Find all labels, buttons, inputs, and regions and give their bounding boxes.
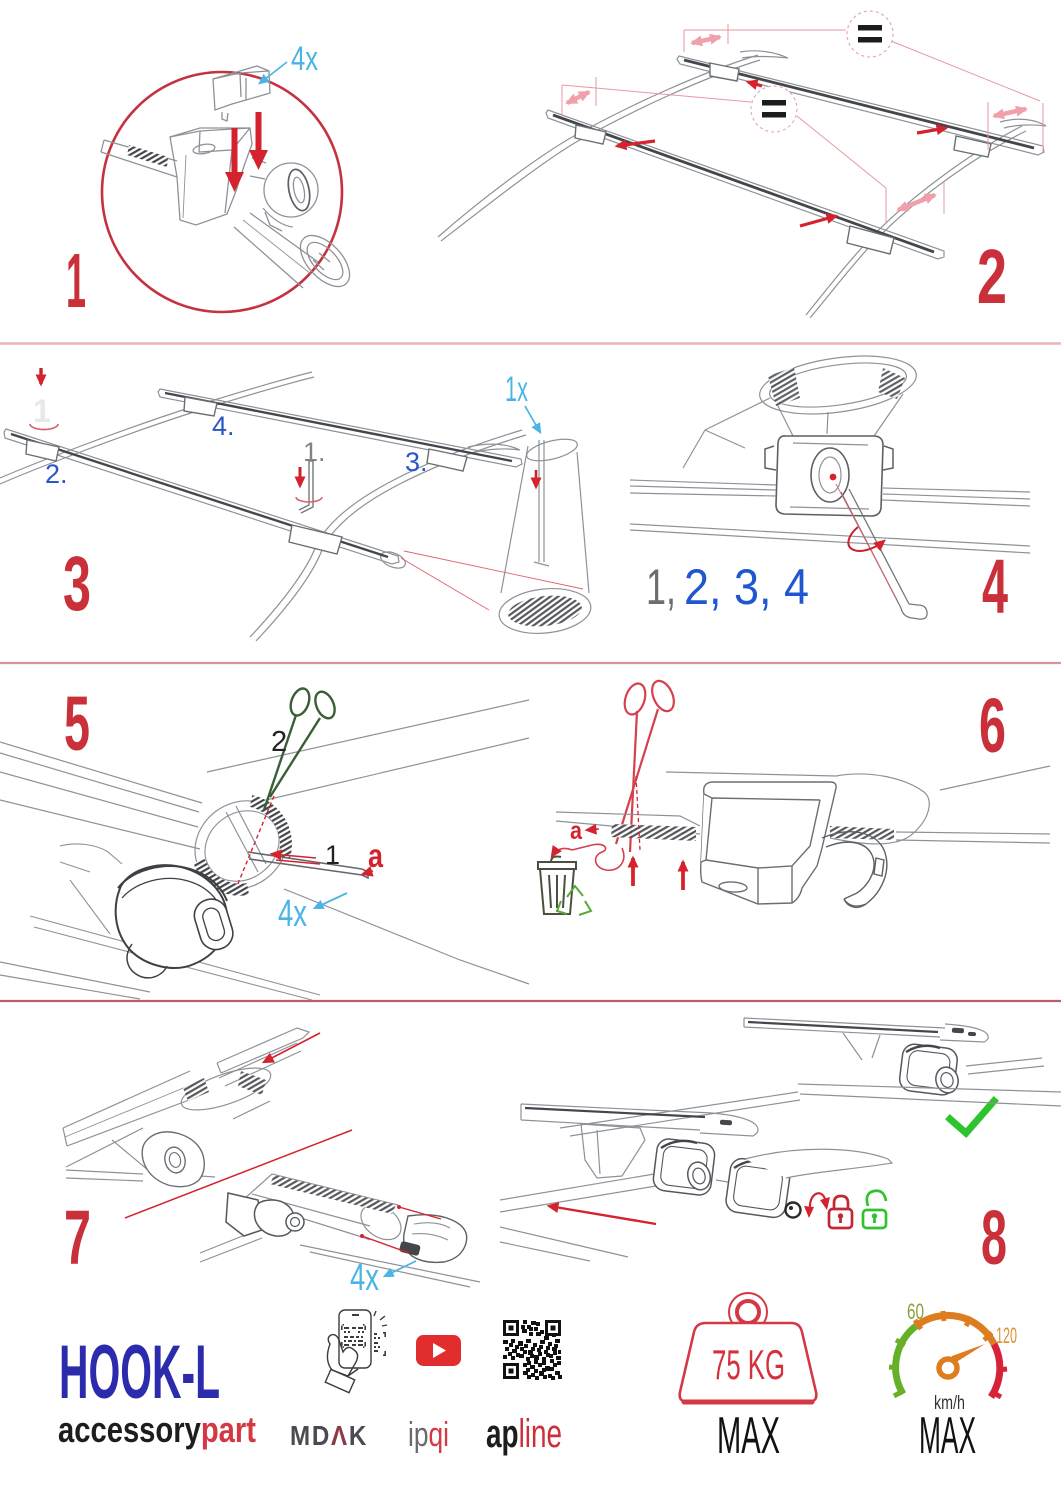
svg-text:6: 6 [979, 683, 1006, 769]
svg-text:MAX: MAX [919, 1407, 976, 1465]
svg-text:3: 3 [63, 541, 91, 627]
svg-text:2: 2 [977, 234, 1007, 320]
svg-text:4: 4 [982, 544, 1008, 630]
svg-text:MDΛK: MDΛK [290, 1420, 368, 1451]
svg-text:3.: 3. [405, 447, 428, 477]
svg-text:5: 5 [64, 681, 90, 767]
svg-text:accessorypart: accessorypart [58, 1409, 256, 1450]
svg-text:a: a [368, 837, 384, 874]
svg-text:ipqi: ipqi [408, 1416, 449, 1454]
svg-text:apline: apline [486, 1412, 562, 1456]
svg-text:km/h: km/h [934, 1393, 965, 1414]
svg-text:1: 1 [33, 393, 51, 429]
svg-text:2.: 2. [45, 459, 68, 489]
svg-text:HOOK-L: HOOK-L [59, 1330, 220, 1415]
svg-text:1,: 1, [646, 559, 676, 615]
svg-text:2: 2 [271, 726, 287, 758]
svg-text:75 KG: 75 KG [712, 1341, 785, 1388]
svg-text:60: 60 [907, 1299, 924, 1324]
svg-text:4x: 4x [291, 40, 318, 78]
svg-text:2, 3, 4: 2, 3, 4 [684, 559, 809, 615]
svg-text:1: 1 [66, 238, 86, 324]
svg-text:4x: 4x [278, 893, 307, 935]
svg-text:4.: 4. [212, 411, 235, 441]
svg-text:1x: 1x [505, 370, 528, 409]
svg-text:7: 7 [64, 1195, 91, 1281]
svg-text:MAX: MAX [717, 1407, 780, 1465]
svg-text:1.: 1. [303, 437, 326, 467]
svg-text:120: 120 [996, 1323, 1017, 1348]
svg-text:8: 8 [981, 1195, 1007, 1281]
svg-text:4x: 4x [350, 1257, 379, 1299]
svg-text:a: a [570, 817, 583, 845]
svg-text:1: 1 [325, 840, 340, 870]
